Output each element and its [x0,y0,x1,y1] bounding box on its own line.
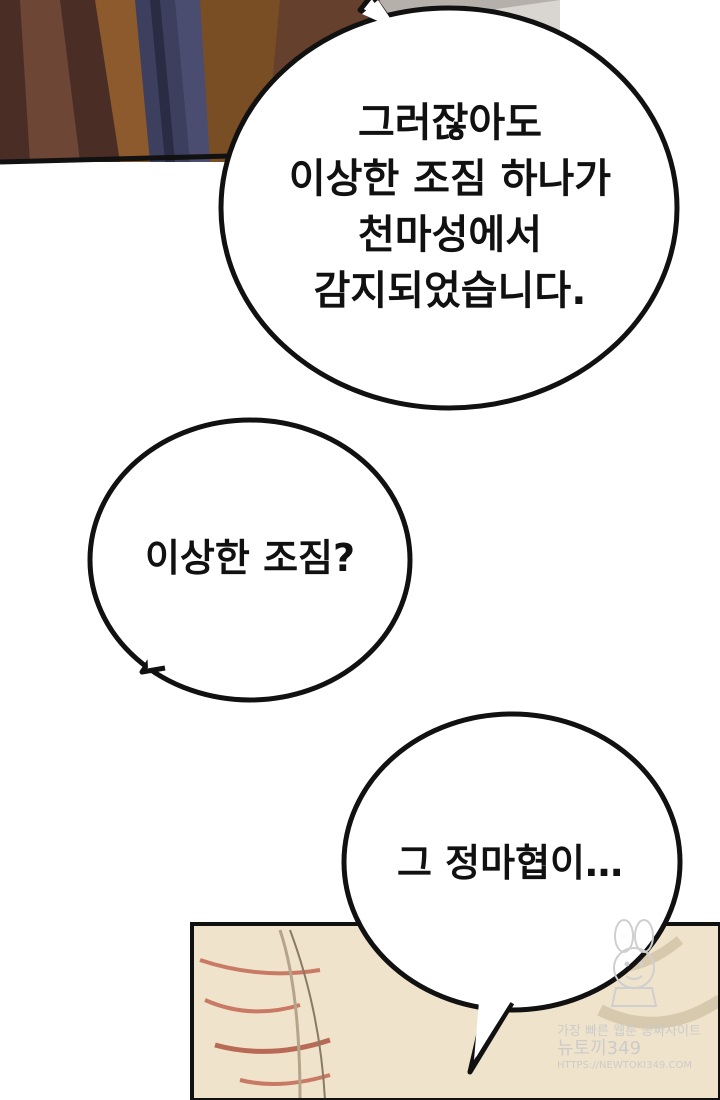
speech-bubble-3 [341,711,683,1075]
bubble-1-text: 그러잖아도 이상한 조짐 하나가 천마성에서 감지되었습니다. [245,95,655,319]
speech-bubble-1 [218,0,680,411]
bubble-1-line-2: 이상한 조짐 하나가 [288,156,612,202]
bubble-3-text: 그 정마협이… [396,841,624,885]
watermark-line-1: 가장 빠른 웹툰 공짜사이트 [557,1024,701,1039]
rabbit-logo-icon [610,919,658,1007]
bubble-2-text: 이상한 조짐? [144,536,356,580]
watermark-line-2: 뉴토끼349 [557,1038,642,1059]
watermark-logo [596,918,676,1008]
bubble-1-line-1: 그러잖아도 [358,100,542,146]
bubble-1-line-3: 천마성에서 [358,212,542,258]
bubble-1-line-4: 감지되었습니다. [313,268,587,314]
watermark-text: 가장 빠른 웹툰 공짜사이트 뉴토끼349 HTTPS://NEWTOKI349… [557,1024,701,1072]
watermark-line-3: HTTPS://NEWTOKI349.COM [557,1060,692,1071]
speech-bubble-2 [87,417,413,703]
